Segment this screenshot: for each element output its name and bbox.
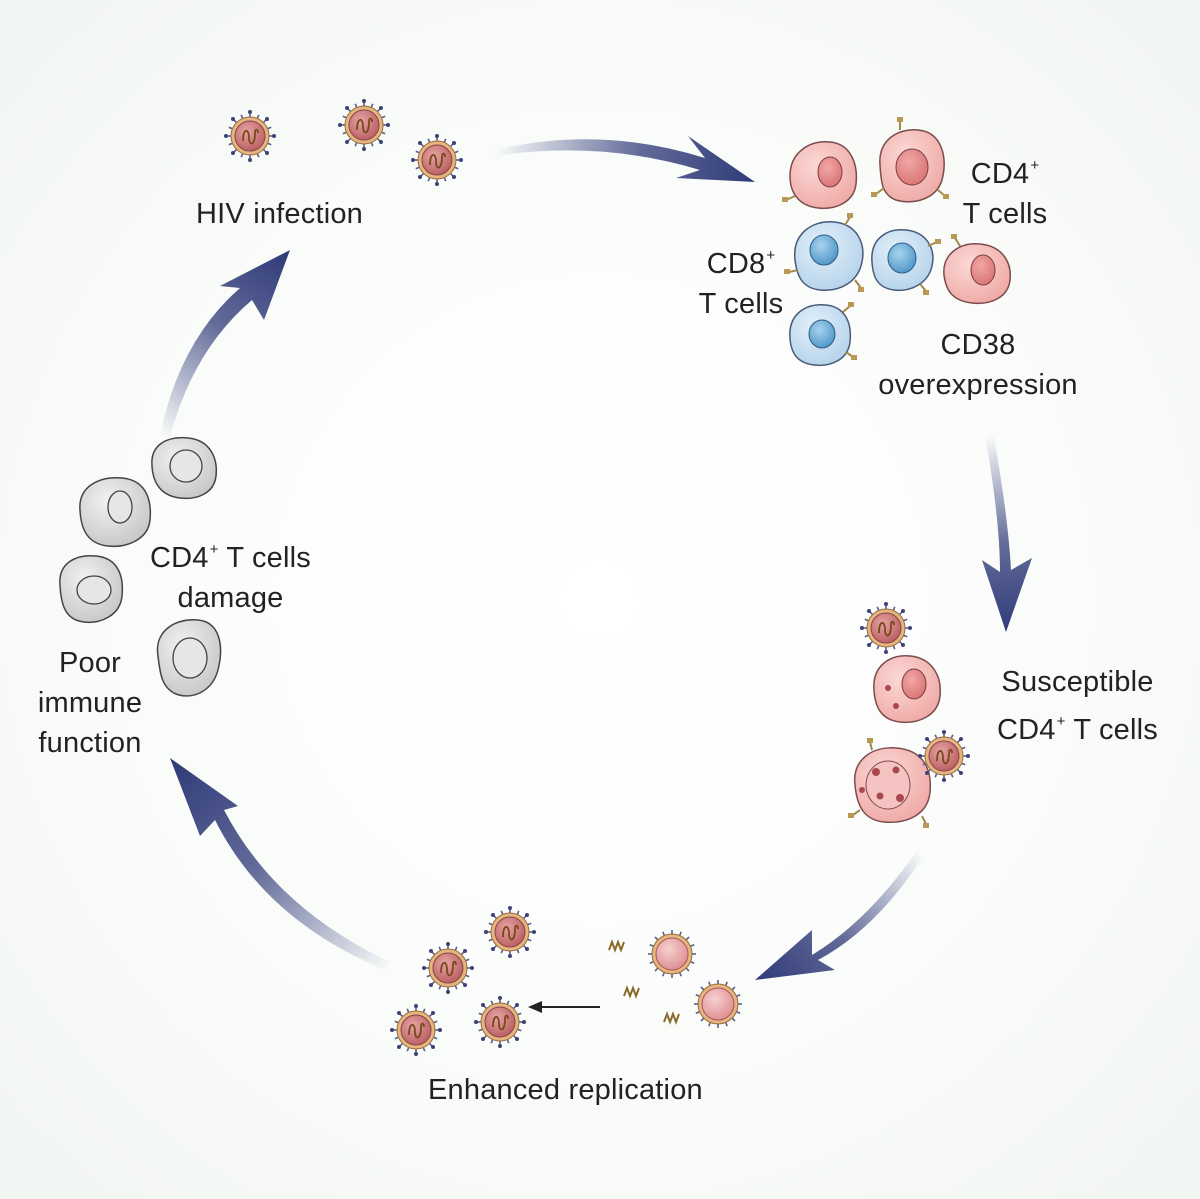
hiv-virus-icon — [859, 601, 913, 655]
label-cd8-text: CD8 — [706, 248, 766, 280]
immature-virus-icon — [693, 979, 743, 1029]
label-cd4-sup: + — [1030, 157, 1040, 174]
infected-cd4-cell-icon — [848, 738, 932, 828]
label-susceptible-cd4-text: CD4 — [997, 714, 1056, 746]
cd8-t-cell-icon — [789, 302, 857, 367]
label-poor-line3: function — [38, 727, 142, 759]
arrow-activation-to-susceptible — [982, 432, 1032, 632]
label-damage-suffix: T cells — [218, 542, 311, 574]
label-cd4-t-cells: CD4+ T cells — [950, 146, 1060, 234]
label-cd38-line1: CD38 — [940, 329, 1016, 361]
arrow-replication-to-damage — [170, 758, 390, 970]
damaged-cell-icon — [156, 619, 222, 697]
label-poor-line1: Poor — [58, 647, 122, 679]
label-damage-line2: damage — [177, 582, 284, 614]
label-cd38-overexpression: CD38 overexpression — [858, 325, 1098, 405]
cd4-t-cell-icon — [871, 117, 949, 203]
hiv-virus-icon — [483, 905, 537, 959]
cd4-t-cell-icon — [943, 234, 1011, 305]
immature-virus-icon — [647, 929, 697, 979]
cd4-t-cell-icon — [782, 141, 858, 210]
damaged-cell-icon — [59, 555, 124, 624]
damaged-cell-icon — [151, 436, 218, 500]
hiv-virus-icon — [410, 133, 464, 187]
hiv-virus-icon — [337, 98, 391, 152]
viral-rna-icon — [608, 941, 625, 951]
label-susceptible-sup: + — [1056, 713, 1066, 730]
label-cd8-sup: + — [766, 247, 776, 264]
label-cd4-line2: T cells — [962, 198, 1048, 230]
label-cd4-damage: CD4+ T cells damage — [128, 530, 333, 618]
hiv-virus-icon — [473, 995, 527, 1049]
hiv-virus-group — [223, 98, 464, 187]
label-cd8-t-cells: CD8+ T cells — [686, 236, 796, 324]
label-enhanced-replication: Enhanced replication — [428, 1074, 703, 1106]
label-susceptible-suffix: T cells — [1065, 714, 1158, 746]
label-cd4-text: CD4 — [970, 158, 1030, 190]
hiv-virus-icon — [421, 941, 475, 995]
viral-rna-icon — [663, 1013, 680, 1023]
label-cd38-line2: overexpression — [878, 369, 1078, 401]
label-susceptible-cd4: Susceptible CD4+ T cells — [980, 662, 1175, 750]
arrow-infection-to-activation — [495, 136, 755, 182]
activated-t-cells-group — [782, 117, 1011, 367]
label-susceptible-line1: Susceptible — [1001, 666, 1154, 698]
label-poor-line2: immune — [37, 687, 143, 719]
damaged-cells-group — [59, 436, 222, 697]
label-cd8-line2: T cells — [698, 288, 784, 320]
label-damage-sup: + — [209, 541, 219, 558]
damaged-cell-icon — [79, 477, 152, 548]
arrow-damage-to-infection — [160, 250, 290, 437]
cd8-t-cell-icon — [784, 213, 864, 292]
viral-rna-icon — [623, 987, 640, 997]
cycle-arrows — [160, 136, 1032, 980]
label-hiv-infection: HIV infection — [196, 198, 364, 230]
replication-arrow — [528, 1001, 600, 1013]
hiv-virus-icon — [917, 729, 971, 783]
label-damage-cd4-text: CD4 — [150, 542, 209, 574]
replication-group — [389, 905, 743, 1057]
infected-cd4-cell-icon — [873, 655, 941, 724]
arrow-susceptible-to-replication — [755, 846, 926, 980]
hiv-virus-icon — [389, 1003, 443, 1057]
label-poor-immune-function: Poor immune function — [20, 643, 160, 763]
cd8-t-cell-icon — [871, 229, 941, 295]
hiv-virus-icon — [223, 109, 277, 163]
susceptible-cells-group — [848, 601, 971, 828]
